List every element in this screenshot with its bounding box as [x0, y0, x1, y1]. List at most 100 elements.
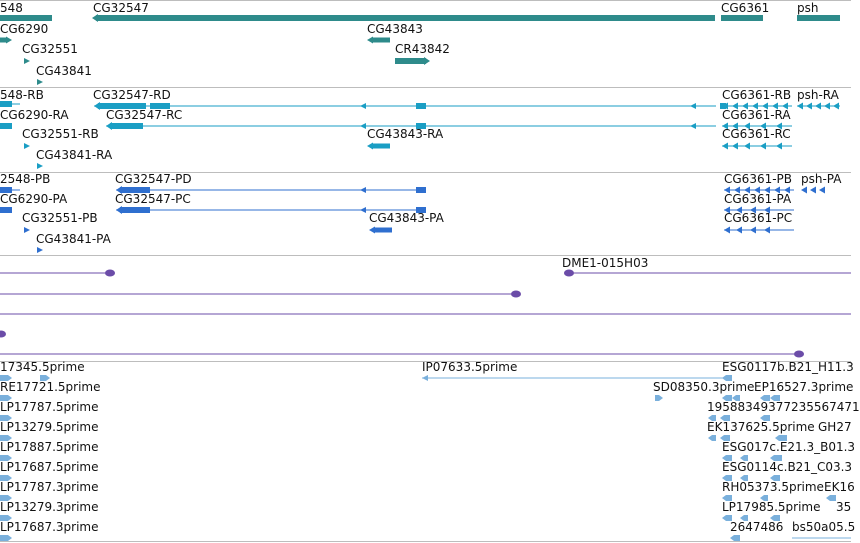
est-glyph[interactable] — [0, 415, 12, 421]
strand-arrow[interactable] — [367, 36, 373, 44]
est-glyph[interactable] — [722, 475, 732, 481]
exon-block[interactable] — [416, 123, 426, 129]
strand-arrow[interactable] — [750, 226, 756, 234]
strand-arrow[interactable] — [24, 227, 30, 233]
strand-arrow[interactable] — [764, 206, 770, 214]
mrna-label[interactable]: CG6361-RA — [722, 108, 791, 122]
protein-label[interactable]: CG6361-PA — [724, 192, 792, 206]
clone-end[interactable] — [105, 269, 115, 277]
strand-arrow[interactable] — [764, 226, 770, 234]
mrna-label[interactable]: CG43843-RA — [367, 127, 444, 141]
est-label[interactable]: LP17687.5prime — [0, 460, 99, 474]
strand-arrow[interactable] — [772, 102, 778, 110]
strand-arrow[interactable] — [744, 186, 750, 194]
strand-arrow[interactable] — [722, 122, 728, 130]
strand-arrow[interactable] — [367, 142, 373, 150]
strand-arrow[interactable] — [116, 206, 122, 214]
strand-arrow[interactable] — [360, 123, 366, 129]
est-glyph[interactable] — [826, 495, 836, 501]
exon-block[interactable] — [0, 101, 12, 107]
strand-arrow[interactable] — [801, 186, 807, 194]
est-glyph[interactable] — [0, 435, 12, 441]
strand-arrow[interactable] — [94, 102, 100, 110]
est-glyph[interactable] — [775, 435, 787, 441]
est-glyph[interactable] — [770, 515, 780, 521]
est-glyph[interactable] — [722, 495, 732, 501]
strand-arrow[interactable] — [760, 142, 766, 150]
strand-arrow[interactable] — [92, 14, 98, 22]
strand-arrow[interactable] — [722, 102, 728, 110]
strand-arrow[interactable] — [690, 123, 696, 129]
gene-label[interactable]: CG43843 — [367, 22, 423, 36]
est-label[interactable]: LP17985.5prime — [722, 500, 821, 514]
mrna-label[interactable]: CG32547-RD — [93, 88, 171, 102]
mrna-label[interactable]: 548-RB — [0, 88, 44, 102]
exon-block[interactable] — [120, 187, 150, 193]
strand-arrow[interactable] — [824, 102, 830, 110]
est-label[interactable]: ESG0114c.B21_C03.3 — [722, 460, 853, 474]
strand-arrow[interactable] — [724, 206, 730, 214]
strand-arrow[interactable] — [116, 186, 122, 194]
est-label[interactable]: EK137625.5prime — [707, 420, 815, 434]
est-label[interactable]: SD08350.3prime — [653, 380, 755, 394]
strand-arrow[interactable] — [732, 122, 738, 130]
est-label[interactable]: 2647486 — [730, 520, 784, 534]
strand-arrow[interactable] — [810, 186, 816, 194]
strand-arrow[interactable] — [744, 122, 750, 130]
est-glyph[interactable] — [0, 475, 12, 481]
strand-arrow[interactable] — [24, 143, 30, 149]
gene-label[interactable]: CR43842 — [395, 42, 450, 56]
est-label[interactable]: LP17887.5prime — [0, 440, 99, 454]
clone-end[interactable] — [511, 290, 521, 298]
protein-label[interactable]: psh-PA — [801, 172, 842, 186]
est-label[interactable]: LP13279.5prime — [0, 420, 99, 434]
strand-arrow[interactable] — [776, 142, 782, 150]
exon-block[interactable] — [150, 103, 170, 109]
gene-glyph[interactable] — [37, 79, 43, 85]
est-glyph[interactable] — [722, 455, 732, 461]
exon-block[interactable] — [371, 143, 390, 149]
mrna-label[interactable]: CG32551-RB — [22, 127, 99, 141]
est-glyph[interactable] — [732, 395, 740, 401]
est-label[interactable]: 19588349377235567471 — [707, 400, 860, 414]
est-label[interactable]: GH27 — [818, 420, 852, 434]
clone-label[interactable]: DME1-015H03 — [562, 256, 649, 270]
strand-arrow[interactable] — [744, 142, 750, 150]
strand-arrow[interactable] — [806, 102, 812, 110]
strand-arrow[interactable] — [833, 102, 839, 110]
est-label[interactable]: RE17721.5prime — [0, 380, 101, 394]
strand-arrow[interactable] — [360, 207, 366, 213]
gene-glyph[interactable] — [721, 15, 763, 21]
exon-block[interactable] — [0, 187, 12, 193]
strand-arrow[interactable] — [360, 187, 366, 193]
protein-label[interactable]: CG32547-PC — [115, 192, 191, 206]
exon-block[interactable] — [0, 123, 12, 129]
strand-arrow[interactable] — [360, 103, 366, 109]
protein-label[interactable]: CG32547-PD — [115, 172, 192, 186]
est-glyph[interactable] — [0, 395, 12, 401]
gene-label[interactable]: CG6290 — [0, 22, 49, 36]
est-label[interactable]: bs50a05.5 — [792, 520, 856, 534]
gene-label[interactable]: CG43841 — [36, 64, 92, 78]
est-glyph[interactable] — [40, 375, 50, 381]
est-glyph[interactable] — [770, 455, 782, 461]
protein-label[interactable]: CG32551-PB — [22, 211, 98, 225]
gene-label[interactable]: CG32551 — [22, 42, 78, 56]
est-glyph[interactable] — [0, 455, 12, 461]
protein-label[interactable]: CG43841-PA — [36, 232, 111, 246]
strand-arrow[interactable] — [774, 186, 780, 194]
gene-label[interactable]: CG32547 — [93, 1, 149, 15]
est-label[interactable]: EK16 — [824, 480, 855, 494]
protein-label[interactable]: CG6290-PA — [0, 192, 68, 206]
mrna-label[interactable]: CG6361-RC — [722, 127, 791, 141]
strand-arrow[interactable] — [734, 186, 740, 194]
exon-block[interactable] — [416, 207, 426, 213]
strand-arrow[interactable] — [736, 226, 742, 234]
est-label[interactable]: ESG0117b.B21_H11.3 — [722, 360, 854, 374]
est-glyph[interactable] — [0, 495, 12, 501]
mrna-label[interactable]: CG43841-RA — [36, 148, 113, 162]
est-label[interactable]: IP07633.5prime — [422, 360, 518, 374]
gene-glyph[interactable] — [24, 58, 30, 64]
est-glyph[interactable] — [0, 375, 12, 381]
est-glyph[interactable] — [740, 515, 748, 521]
